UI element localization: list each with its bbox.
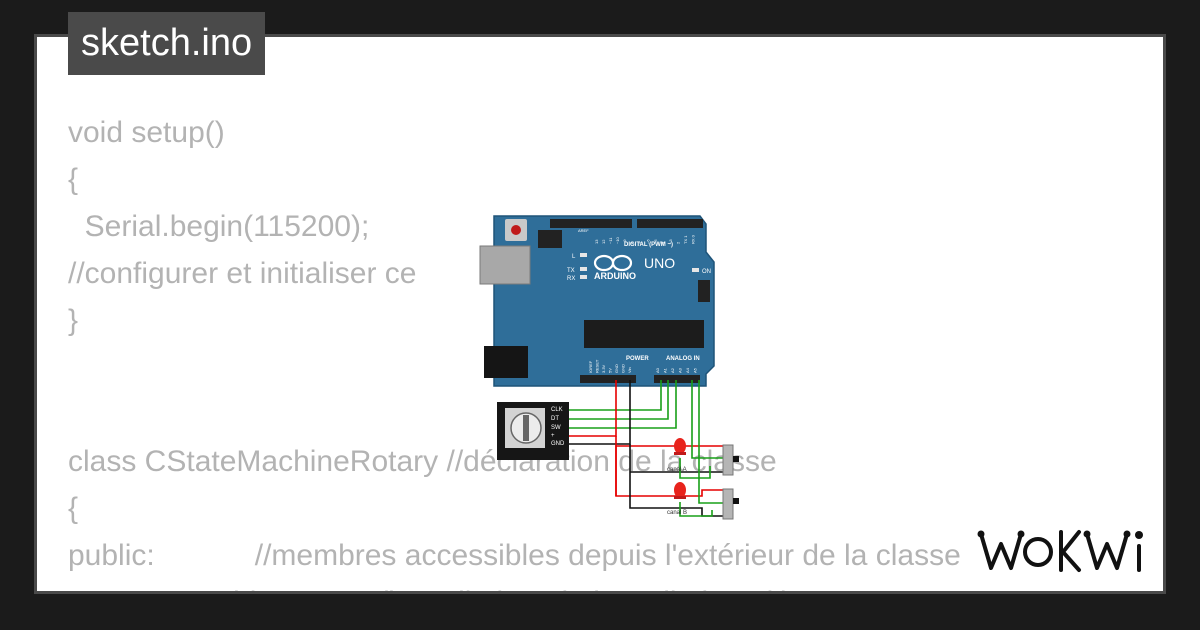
arduino-brand-label: ARDUINO — [594, 271, 636, 281]
slide-switch-a[interactable] — [722, 444, 739, 476]
digital-pin-label-13: RX 0 — [691, 234, 696, 244]
wire-sw — [569, 380, 677, 429]
analog-pin-label-5: A5 — [693, 367, 698, 373]
analog-pin-label-1: A1 — [663, 367, 668, 373]
power-pin-label-2: 3.3V — [601, 364, 606, 373]
encoder-pin-clk: CLK — [551, 407, 563, 413]
encoder-pin-sw: SW — [551, 425, 561, 431]
led-tx-indicator — [580, 267, 587, 271]
digital-header-2 — [637, 219, 703, 228]
code-line: CStateMachineRotary(int sclk, int sdt, i… — [68, 579, 961, 591]
led-rx-label: RX — [567, 276, 575, 282]
power-section-label: POWER — [626, 356, 649, 362]
encoder-pin-gnd: GND — [551, 441, 565, 447]
wokwi-logo — [977, 530, 1143, 572]
on-led-indicator — [692, 268, 699, 272]
led-rx-indicator — [580, 275, 587, 279]
wire-dt — [569, 380, 669, 420]
digital-pin-label: DIGITAL (PWM ~) — [624, 242, 673, 248]
on-led-label: ON — [702, 269, 711, 275]
digital-header — [550, 219, 632, 228]
wires — [569, 380, 727, 517]
wire-gnd — [569, 380, 631, 445]
code-line: { — [68, 492, 79, 525]
digital-pin-label-0: 13 — [594, 239, 599, 244]
digital-pin-label-2: ~11 — [608, 237, 613, 244]
digital-pin-label-3: ~10 — [615, 236, 620, 244]
slide-switch-b[interactable] — [722, 488, 739, 520]
analog-pin-label-0: A0 — [655, 367, 660, 373]
led-canal-a[interactable]: canal A — [667, 438, 687, 473]
power-pin-label-0: IOREF — [588, 360, 593, 373]
code-line: //configurer et initialiser ce — [68, 257, 417, 290]
led-canal-b[interactable]: canal B — [667, 482, 687, 516]
digital-pin-label-8: ~5 — [653, 239, 658, 244]
circuit-diagram: DIGITAL (PWM ~) AREF L TX RX ARDUINO UNO… — [479, 215, 739, 520]
power-pin-label-4: GND — [614, 364, 619, 373]
power-pin-label-5: GND — [621, 364, 626, 373]
power-header — [580, 375, 636, 383]
aref-label: AREF — [578, 228, 589, 233]
code-line: { — [68, 163, 79, 196]
analog-pin-label-4: A4 — [685, 367, 690, 373]
led-canal-b-label: canal B — [667, 510, 687, 516]
power-pin-label-3: 5V — [608, 368, 613, 373]
power-pin-label-1: RESET — [595, 359, 600, 373]
rotary-encoder-module[interactable]: CLK DT SW + GND — [497, 402, 569, 460]
wire-a5 — [698, 380, 727, 504]
digital-pin-label-6: 7 — [638, 241, 643, 244]
reset-button-cap[interactable] — [511, 225, 521, 235]
code-line: } — [68, 304, 79, 337]
icsp-header-right — [698, 280, 710, 302]
digital-pin-label-12: TX 1 — [683, 235, 688, 244]
code-line: void setup() — [68, 116, 225, 149]
wire-clk — [569, 380, 662, 411]
power-jack — [484, 346, 528, 378]
digital-pin-label-5: 8 — [629, 241, 634, 244]
atmega-chip — [584, 320, 704, 348]
digital-pin-label-4: ~9 — [622, 239, 627, 244]
wire-led-a — [679, 458, 711, 479]
digital-pin-label-7: ~6 — [646, 239, 651, 244]
file-name-tab[interactable]: sketch.ino — [68, 12, 266, 75]
board-model-label: UNO — [644, 255, 675, 271]
led-tx-label: TX — [567, 268, 575, 274]
analog-header — [654, 375, 700, 383]
power-pin-label-6: Vin — [627, 367, 632, 373]
usb-connector — [479, 245, 531, 285]
wire-led-b — [679, 502, 713, 517]
wire-a4 — [691, 380, 727, 459]
led-l-label: L — [572, 254, 576, 260]
arduino-logo-icon — [593, 254, 633, 272]
encoder-pin-plus: + — [551, 433, 555, 439]
arduino-uno-board[interactable]: DIGITAL (PWM ~) AREF L TX RX ARDUINO UNO… — [479, 215, 715, 387]
led-l-indicator — [580, 253, 587, 257]
icsp-header — [538, 230, 562, 248]
encoder-pin-dt: DT — [551, 416, 559, 422]
digital-pin-label-1: 12 — [601, 239, 606, 244]
analog-pin-label-3: A3 — [678, 367, 683, 373]
digital-pin-label-11: 2 — [676, 241, 681, 244]
preview-card: void setup() { Serial.begin(115200); //c… — [34, 34, 1166, 594]
digital-pin-label-10: ~3 — [668, 239, 673, 244]
analog-section-label: ANALOG IN — [666, 356, 700, 362]
wire-vcc-leds-2 — [615, 445, 727, 496]
digital-pin-label-9: 4 — [661, 241, 666, 244]
analog-pin-label-2: A2 — [670, 367, 675, 373]
code-line: public: //membres accessibles depuis l'e… — [68, 539, 961, 572]
code-line: Serial.begin(115200); — [68, 210, 370, 243]
led-canal-a-label: canal A — [667, 467, 687, 473]
